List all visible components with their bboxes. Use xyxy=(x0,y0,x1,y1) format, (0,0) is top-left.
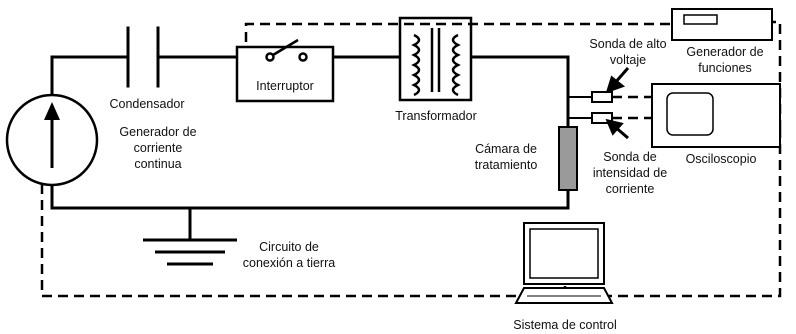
sistema-control-label: Sistema de control xyxy=(513,318,617,332)
sonda-corriente-label: Sonda de intensidad de corriente xyxy=(592,150,668,196)
treatment-chamber xyxy=(558,126,578,191)
transformer-symbol xyxy=(398,16,473,102)
sonda-voltaje-label: Sonda de alto voltaje xyxy=(589,37,667,67)
condensador-label: Condensador xyxy=(109,97,185,111)
dc-source-symbol xyxy=(5,93,99,187)
camara-label: Cámara de tratamiento xyxy=(474,142,538,172)
voltage-probe xyxy=(591,91,613,103)
tierra-label: Circuito de conexión a tierra xyxy=(242,240,336,270)
generador-cc-label: Generador de corriente continua xyxy=(119,125,197,171)
osciloscopio-label: Osciloscopio xyxy=(685,152,757,166)
interruptor-label: Interruptor xyxy=(256,79,314,93)
function-generator-icon xyxy=(671,8,773,41)
transformador-label: Transformador xyxy=(395,109,477,123)
arrow-icon xyxy=(605,67,630,140)
main-circuit-wire xyxy=(50,55,570,210)
oscilloscope-icon xyxy=(651,83,781,148)
switch-symbol xyxy=(235,38,335,103)
probe-leads xyxy=(568,96,592,119)
ground-symbol xyxy=(143,238,237,266)
generador-funciones-label: Generador de funciones xyxy=(686,45,764,75)
laptop-icon xyxy=(514,222,614,304)
